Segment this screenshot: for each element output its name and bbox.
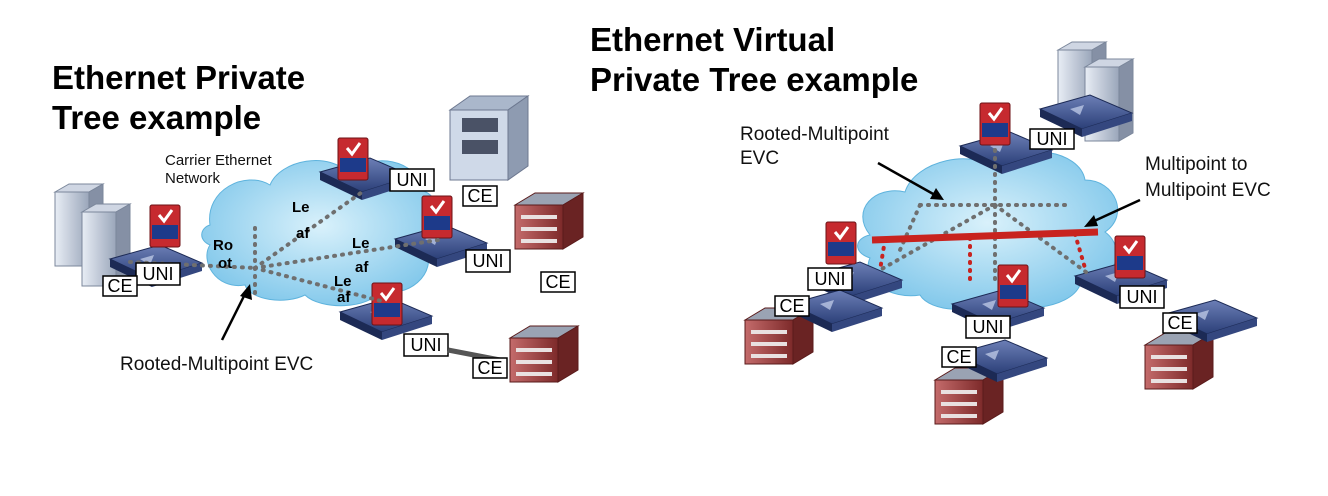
network-label-line2: Network (165, 170, 221, 187)
mef-badge-icon (824, 220, 858, 266)
left-title-line2: Tree example (52, 99, 262, 136)
left-title-line1: Ethernet Private (52, 59, 306, 96)
leaf-label-line1: Le (352, 235, 370, 252)
svg-text:CE: CE (477, 358, 502, 378)
svg-text:CE: CE (545, 272, 570, 292)
root-label-line1: Ro (213, 237, 233, 254)
left-ce-box-leaf1: CE (462, 185, 498, 207)
svg-text:UNI: UNI (973, 317, 1004, 337)
left-evc-label: Rooted-Multipoint EVC (120, 354, 313, 375)
right-title: Ethernet Virtual Private Tree example (590, 20, 918, 100)
left-ce-box-root: CE (102, 275, 138, 297)
rooted-evc-label-line2: EVC (740, 148, 779, 169)
leaf-label-line1: Le (334, 273, 352, 290)
left-diagram: Carrier Ethernet Network Ro ot Le af Le … (54, 95, 584, 383)
mef-badge-icon (978, 101, 1012, 147)
right-ce-box-left: CE (774, 295, 810, 317)
right-multipoint-evc (871, 228, 1099, 287)
root-label-line2: ot (218, 255, 232, 272)
right-uni-box-bottom: UNI (965, 315, 1011, 339)
left-uni-box-leaf1: UNI (389, 168, 435, 192)
leaf-label-line1: Le (292, 199, 310, 216)
leaf-label-line2: af (337, 289, 351, 306)
left-uni-box-leaf3: UNI (403, 333, 449, 357)
mef-badge-icon (370, 281, 404, 327)
mef-badge-icon (1113, 234, 1147, 280)
svg-text:CE: CE (946, 347, 971, 367)
m2m-evc-arrow (1091, 198, 1141, 224)
m2m-evc-label-line2: Multipoint EVC (1145, 180, 1271, 201)
svg-text:CE: CE (467, 186, 492, 206)
svg-text:CE: CE (779, 296, 804, 316)
svg-text:UNI: UNI (815, 269, 846, 289)
left-rooted-evc (128, 188, 440, 304)
arrowhead-icon (930, 188, 944, 200)
svg-text:CE: CE (107, 276, 132, 296)
arrowhead-icon (240, 284, 252, 300)
left-title: Ethernet Private Tree example (52, 58, 305, 138)
right-title-line2: Private Tree example (590, 61, 919, 98)
right-building-red-3 (1144, 332, 1214, 390)
right-uni-box-right: UNI (1119, 285, 1165, 309)
leaf-label-line2: af (296, 225, 310, 242)
right-ce-box-right: CE (1162, 312, 1198, 334)
mef-badge-icon (420, 194, 454, 240)
right-uni-box-left: UNI (807, 267, 853, 291)
left-ce-box-leaf3: CE (472, 357, 508, 379)
leaf-label-line2: af (355, 259, 369, 276)
svg-text:UNI: UNI (397, 170, 428, 190)
svg-text:CE: CE (1167, 313, 1192, 333)
rooted-evc-label-line1: Rooted-Multipoint (740, 124, 890, 145)
right-diagram: Rooted-Multipoint EVC Multipoint to Mult… (740, 41, 1271, 425)
right-uni-box-top: UNI (1029, 128, 1075, 150)
svg-text:UNI: UNI (143, 264, 174, 284)
svg-text:UNI: UNI (411, 335, 442, 355)
left-uni-box-root: UNI (135, 262, 181, 286)
svg-text:UNI: UNI (1037, 129, 1068, 149)
mef-badge-icon (148, 203, 182, 249)
left-evc-arrow (220, 291, 248, 341)
svg-text:UNI: UNI (473, 251, 504, 271)
arrowhead-icon (1084, 215, 1098, 227)
left-building-red-1 (514, 192, 584, 250)
left-building-red-2 (509, 325, 579, 383)
left-uni-box-leaf2: UNI (465, 249, 511, 273)
left-ce-box-leaf2: CE (540, 271, 576, 293)
left-building-gray (448, 95, 530, 181)
svg-text:UNI: UNI (1127, 287, 1158, 307)
m2m-evc-label-line1: Multipoint to (1145, 154, 1247, 175)
mef-badge-icon (336, 136, 370, 182)
right-ce-box-bottom: CE (941, 346, 977, 368)
network-label-line1: Carrier Ethernet (165, 152, 273, 169)
right-title-line1: Ethernet Virtual (590, 21, 836, 58)
mef-badge-icon (996, 263, 1030, 309)
rooted-evc-arrow (877, 161, 936, 197)
